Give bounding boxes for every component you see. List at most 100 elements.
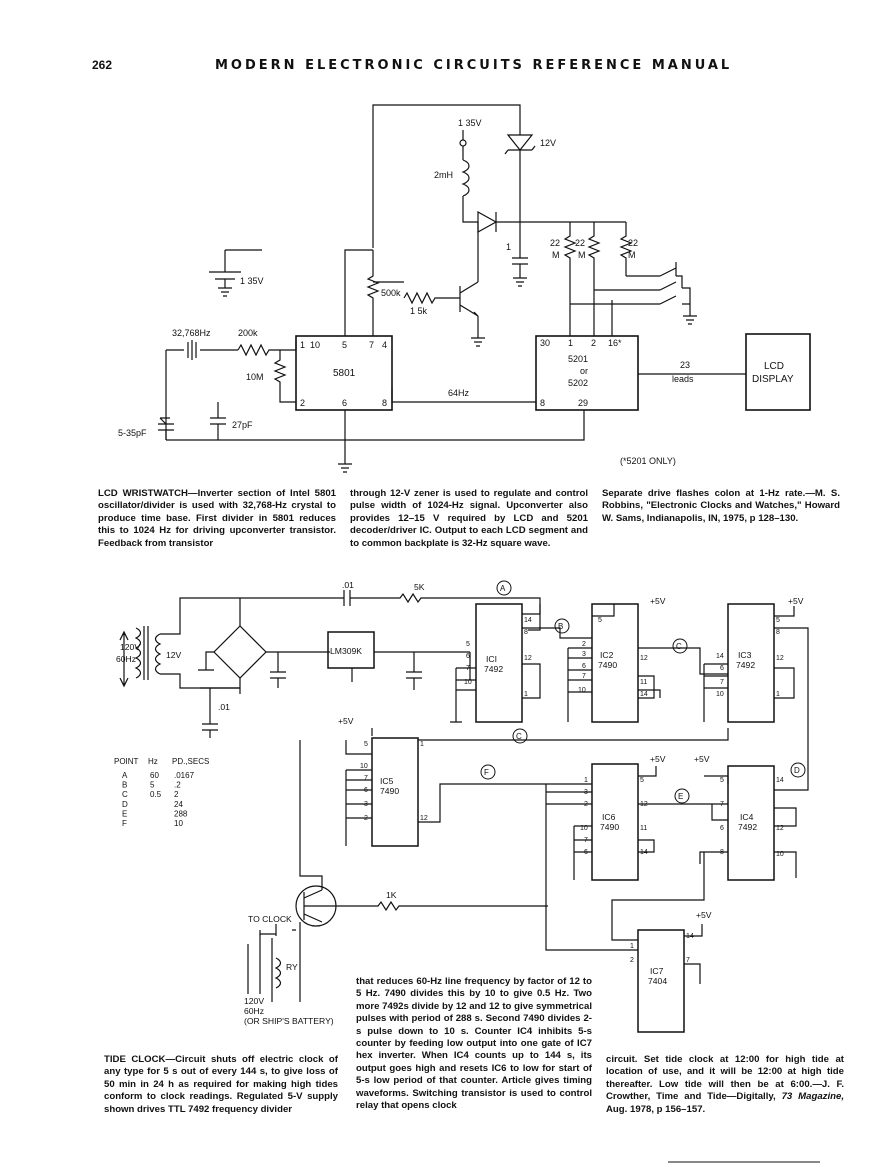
- pin-label: 5: [720, 777, 724, 784]
- battery-label: 1 35V: [240, 276, 264, 286]
- resistor-unit-label: M: [552, 250, 560, 260]
- point-c-marker: C: [676, 642, 682, 651]
- ac-frequency-label: 60Hz: [116, 654, 136, 664]
- tide-caption-text: Aug. 1978, p 156–157.: [606, 1103, 706, 1115]
- supply-label: +5V: [788, 596, 804, 606]
- pin-label: 8: [524, 629, 528, 636]
- cap-01-label: .01: [342, 580, 354, 590]
- table-cell: 2: [174, 790, 179, 799]
- page-header: 262 MODERN ELECTRONIC CIRCUITS REFERENCE…: [0, 58, 891, 78]
- tide-caption-title: TIDE CLOCK—: [104, 1054, 176, 1065]
- ic1-label: ICI: [486, 654, 497, 664]
- point-e-marker: E: [678, 792, 683, 801]
- pin-label: 6: [584, 849, 588, 856]
- pin-label: 5: [776, 617, 780, 624]
- pin-label: 7: [686, 957, 690, 964]
- pin-label: 6: [582, 663, 586, 670]
- ic2-part-label: 7490: [598, 660, 617, 670]
- watch-caption-col3: Separate drive flashes colon at 1-Hz rat…: [602, 488, 840, 524]
- table-cell: .2: [174, 781, 181, 790]
- ac-voltage-label: 120V: [120, 642, 140, 652]
- tide-caption-col1: TIDE CLOCK—Circuit shuts off electric cl…: [104, 1054, 338, 1116]
- resistor-22m-label: 22: [628, 238, 638, 248]
- pin-label: 5: [342, 340, 347, 350]
- pin-label: 1: [568, 338, 573, 348]
- table-cell: C: [122, 790, 128, 799]
- table-cell: 24: [174, 800, 183, 809]
- watch-caption-col2: through 12-V zener is used to regulate a…: [350, 488, 588, 549]
- resistor-1k-label: 1K: [386, 890, 397, 900]
- pin-label: 16*: [608, 338, 622, 348]
- pin-label: 10: [716, 691, 724, 698]
- point-c-marker: C: [516, 732, 522, 741]
- pin-label: 5: [466, 641, 470, 648]
- pin-label: 1: [524, 691, 528, 698]
- resistor-500k-label: 500k: [381, 288, 401, 298]
- table-cell: F: [122, 819, 127, 828]
- regulator-label: LM309K: [330, 646, 362, 656]
- resistor-5k-label: 5K: [414, 582, 425, 592]
- pin-label: 1: [420, 741, 424, 748]
- pin-label: 7: [720, 801, 724, 808]
- ic2-label: IC2: [600, 650, 614, 660]
- pin-label: 7: [584, 837, 588, 844]
- battery-option-label: (OR SHIP'S BATTERY): [244, 1016, 334, 1026]
- ic6-part-label: 7490: [600, 822, 619, 832]
- tide-caption-text: Circuit shuts off electric clock of any …: [104, 1054, 338, 1115]
- resistor-1-5k-label: 1 5k: [410, 306, 428, 316]
- table-header: Hz: [148, 757, 158, 766]
- display-label: DISPLAY: [752, 374, 794, 385]
- ic6-label: IC6: [602, 812, 616, 822]
- table-cell: E: [122, 809, 127, 818]
- resistor-22m-label: 22: [575, 238, 585, 248]
- pin-label: 14: [640, 849, 648, 856]
- pin-label: 14: [776, 777, 784, 784]
- pin-label: 10: [360, 763, 368, 770]
- ic5-label: IC5: [380, 776, 394, 786]
- point-d-marker: D: [794, 766, 800, 775]
- pin-label: 12: [640, 655, 648, 662]
- table-cell: 0.5: [150, 790, 162, 799]
- ic5-part-label: 7490: [380, 786, 399, 796]
- pin-label: 14: [686, 933, 694, 940]
- to-clock-label: TO CLOCK: [248, 914, 292, 924]
- pin-label: 7: [582, 673, 586, 680]
- ic-or-label: or: [580, 366, 588, 376]
- pin-label: 11: [640, 679, 647, 686]
- cap-01-label: .01: [218, 702, 230, 712]
- output-voltage-label: 120V: [244, 996, 264, 1006]
- pin-label: 3: [582, 651, 586, 658]
- table-header: PD.,SECS: [172, 757, 209, 766]
- pin-label: 2: [591, 338, 596, 348]
- table-cell: 10: [174, 819, 183, 828]
- pin-label: 12: [776, 825, 784, 832]
- frequency-label: 64Hz: [448, 388, 470, 398]
- table-cell: 5: [150, 781, 155, 790]
- resistor-unit-label: M: [628, 250, 636, 260]
- table-cell: 288: [174, 809, 188, 818]
- pin-label: 5: [640, 777, 644, 784]
- supply-label: +5V: [694, 754, 710, 764]
- supply-label: +5V: [650, 596, 666, 606]
- pin-label: 8: [540, 398, 545, 408]
- pin-label: 2: [630, 957, 634, 964]
- book-title: MODERN ELECTRONIC CIRCUITS REFERENCE MAN…: [215, 58, 733, 73]
- supply-label: +5V: [696, 910, 712, 920]
- pin-label: 2: [584, 801, 588, 808]
- pin-label: 10: [578, 687, 586, 694]
- pin-label: 7: [720, 679, 724, 686]
- table-cell: 60: [150, 771, 159, 780]
- pin-label: 2: [364, 815, 368, 822]
- resistor-22m-label: 22: [550, 238, 560, 248]
- leads-label: leads: [672, 374, 694, 384]
- lcd-label: LCD: [764, 361, 784, 372]
- pin-label: 6: [466, 653, 470, 660]
- trimmer-label: 5-35pF: [118, 428, 147, 438]
- watch-caption-text: Inverter section of Intel 5801 oscillato…: [98, 488, 336, 549]
- pin-label: 6: [364, 787, 368, 794]
- resistor-unit-label: M: [578, 250, 586, 260]
- pin-label: 14: [524, 617, 532, 624]
- page-number: 262: [92, 58, 113, 72]
- ic4-label: IC4: [740, 812, 754, 822]
